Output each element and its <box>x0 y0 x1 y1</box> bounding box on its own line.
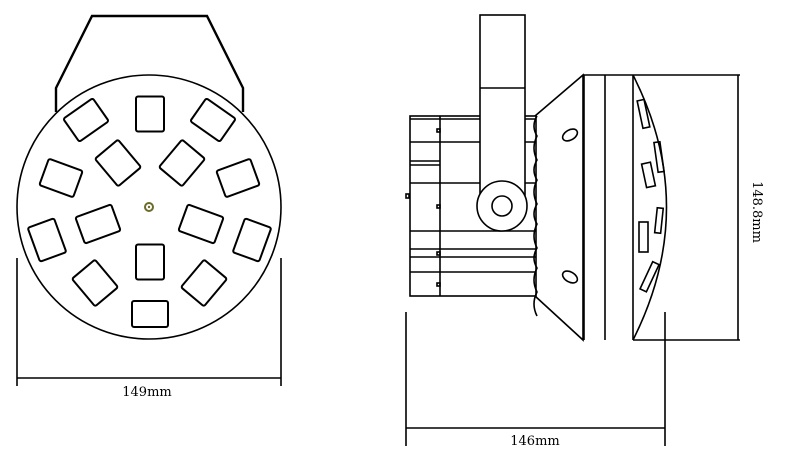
center-sensor-dot <box>147 205 151 209</box>
front-dome <box>632 74 668 341</box>
led-lenses <box>27 95 272 328</box>
center-sensor <box>144 202 154 212</box>
side-view <box>405 14 668 342</box>
led-lens <box>71 259 119 307</box>
led-lens <box>131 300 169 328</box>
led-lens <box>190 97 236 143</box>
led-lens <box>94 139 142 187</box>
led-lens <box>74 203 122 245</box>
cone-housing <box>534 73 584 342</box>
arm-pivot-knob <box>476 180 528 232</box>
led-lens <box>135 95 165 133</box>
led-lens <box>27 217 67 263</box>
side-height-dimension: 148.8mm <box>583 74 764 341</box>
front-width-dimension: 149mm <box>16 258 282 400</box>
side-depth-label: 146mm <box>510 434 559 449</box>
front-view <box>16 14 282 340</box>
led-lens <box>177 203 225 245</box>
front-width-label: 149mm <box>122 385 171 400</box>
led-lens <box>158 139 206 187</box>
led-lens <box>180 259 228 307</box>
side-height-label: 148.8mm <box>749 181 764 243</box>
led-lens <box>135 243 165 281</box>
mounting-arm <box>479 14 526 196</box>
led-lens <box>63 97 109 143</box>
side-depth-dimension: 146mm <box>405 312 666 449</box>
led-lens <box>215 158 261 198</box>
front-bracket <box>54 14 245 112</box>
led-lens <box>38 158 84 198</box>
led-lens <box>232 217 272 263</box>
